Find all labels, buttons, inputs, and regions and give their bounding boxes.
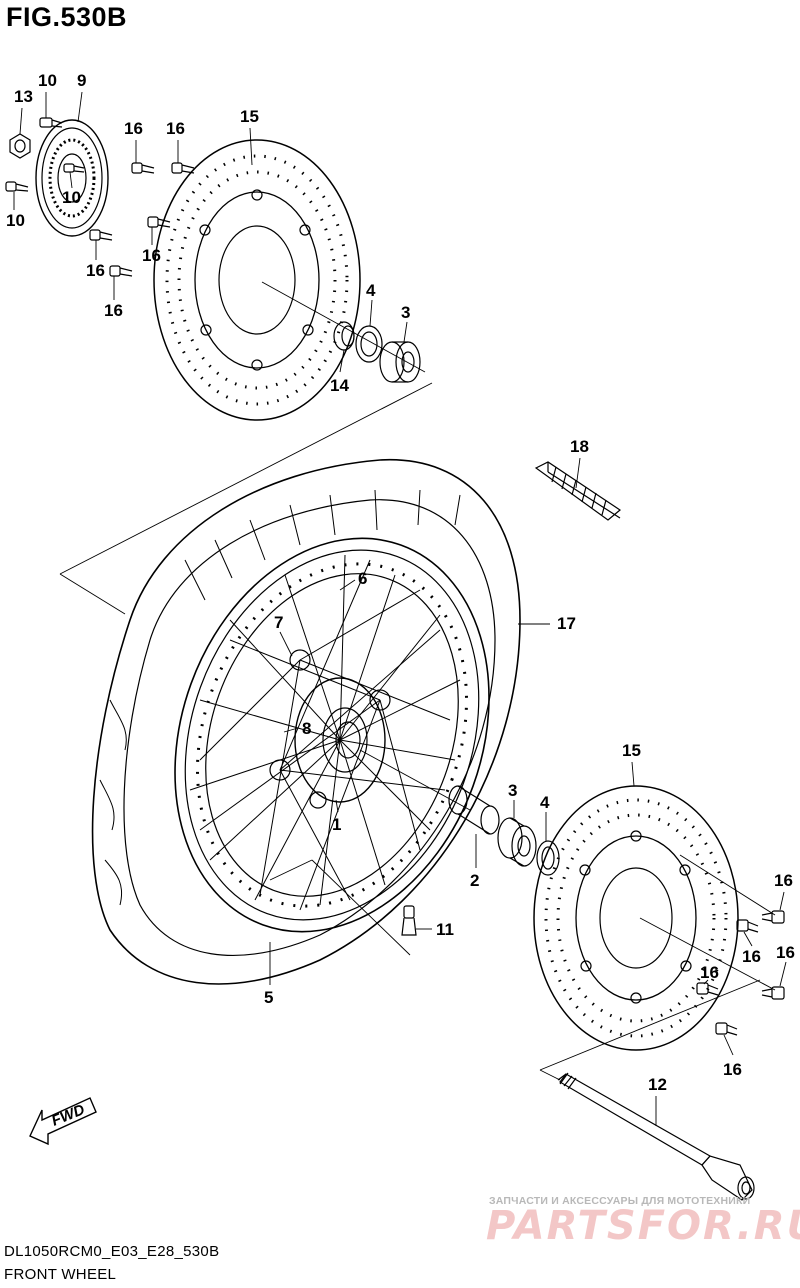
callout-8: 8	[302, 719, 311, 738]
bolt-16-c	[147, 216, 171, 228]
callout-15-top: 15	[240, 107, 259, 126]
bolt-16-i	[696, 982, 719, 996]
bolt-16-g	[736, 919, 759, 933]
callout-1: 1	[332, 815, 341, 834]
callout-4-top: 4	[366, 281, 376, 300]
hub-1	[269, 649, 391, 809]
figure-title: FIG.530B	[6, 2, 128, 32]
collar-2	[448, 785, 500, 835]
callout-16-e: 16	[104, 301, 123, 320]
bolt-10-mid	[63, 163, 85, 173]
nut-13	[9, 133, 31, 159]
balance-weight-18	[534, 461, 622, 521]
callout-13: 13	[14, 87, 33, 106]
rim-5	[174, 537, 490, 933]
callout-7: 7	[274, 613, 283, 632]
callout-16-j: 16	[723, 1060, 742, 1079]
callout-5: 5	[264, 988, 273, 1007]
callout-3-bottom: 3	[508, 781, 517, 800]
callout-16-h: 16	[776, 943, 795, 962]
callout-10-mid: 10	[62, 188, 81, 207]
figure-caption: FRONT WHEEL	[4, 1266, 117, 1283]
abs-sensor-ring	[35, 119, 109, 237]
callout-4-bottom: 4	[540, 793, 550, 812]
bolt-16-f	[761, 910, 785, 924]
bolt-10-left	[5, 181, 29, 192]
bolt-16-b	[171, 162, 195, 174]
bolt-16-d	[89, 229, 113, 241]
oil-seal-4-top	[355, 325, 383, 363]
tire-17	[91, 459, 521, 985]
brake-disc-top	[153, 139, 361, 421]
callout-16-a: 16	[124, 119, 143, 138]
bearing-3-bottom	[497, 817, 537, 867]
callout-11: 11	[436, 920, 454, 939]
callout-6: 6	[358, 569, 367, 588]
callout-12: 12	[648, 1075, 667, 1094]
callout-9: 9	[77, 71, 86, 90]
callout-16-d: 16	[86, 261, 105, 280]
callout-16-i: 16	[700, 963, 719, 982]
bolt-16-e	[109, 265, 133, 277]
callout-15-bottom: 15	[622, 741, 641, 760]
callout-14: 14	[330, 376, 349, 395]
callout-18: 18	[570, 437, 589, 456]
callout-3-top: 3	[401, 303, 410, 322]
callout-10-left: 10	[6, 211, 25, 230]
axle-12	[557, 1072, 755, 1201]
bearing-3-top	[379, 341, 421, 383]
watermark-logo: PARTSFOR.RU	[486, 1203, 800, 1249]
callout-16-g: 16	[742, 947, 761, 966]
callout-2: 2	[470, 871, 479, 890]
callout-16-b: 16	[166, 119, 185, 138]
fwd-arrow-icon	[29, 1097, 97, 1146]
callout-10-top: 10	[38, 71, 57, 90]
bolt-16-h	[761, 986, 785, 1000]
callout-16-f: 16	[774, 871, 793, 890]
valve-11	[401, 905, 417, 936]
leader-lines	[13, 91, 787, 1126]
callout-17: 17	[557, 614, 576, 633]
bolt-16-a	[131, 162, 155, 174]
bolt-16-j	[715, 1022, 738, 1036]
figure-code: DL1050RCM0_E03_E28_530B	[4, 1243, 220, 1260]
watermark-tagline: ЗАПЧАСТИ И АКСЕССУАРЫ ДЛЯ МОТОТЕХНИКИ	[489, 1195, 751, 1207]
callout-labels: 13 10 9 10 10 16 16 16 16 16 15 4 3 14 1…	[6, 71, 795, 1094]
bolt-10-top	[39, 117, 63, 128]
callout-16-c: 16	[142, 246, 161, 265]
brake-disc-bottom	[533, 785, 739, 1051]
